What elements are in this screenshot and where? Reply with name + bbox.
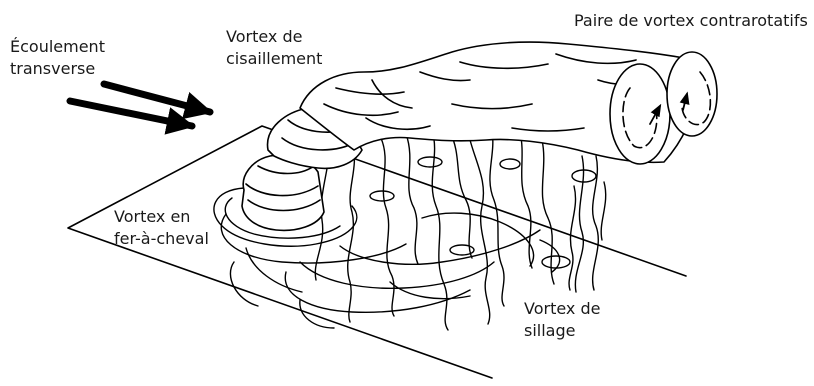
label-crossflow-1: Écoulement <box>10 36 105 58</box>
label-horseshoe-vortex-2: fer-à-cheval <box>114 228 209 250</box>
label-counter-rotating-pair: Paire de vortex contrarotatifs <box>574 10 808 32</box>
crossflow-arrows <box>70 84 210 126</box>
label-horseshoe-vortex-1: Vortex en <box>114 206 190 228</box>
cvp-left-face <box>610 64 670 164</box>
label-shear-vortex-1: Vortex de <box>226 26 302 48</box>
label-shear-vortex-2: cisaillement <box>226 48 322 70</box>
label-crossflow-2: transverse <box>10 58 95 80</box>
label-wake-vortex-1: Vortex de <box>524 298 600 320</box>
label-wake-vortex-2: sillage <box>524 320 575 342</box>
wall-plate <box>68 126 686 378</box>
